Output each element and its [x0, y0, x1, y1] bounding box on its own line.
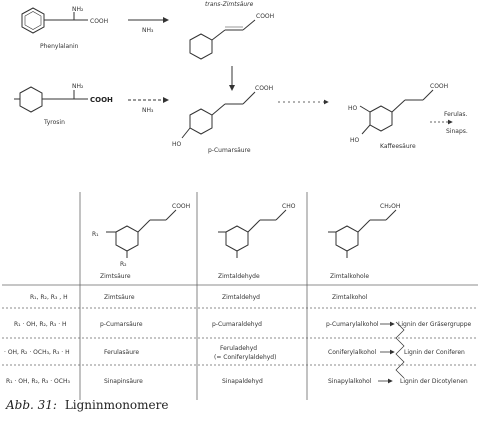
row2-alc: p-Cumarylalkohol	[326, 321, 379, 328]
row3-acid: Ferulasäure	[104, 349, 139, 356]
sinaps-text: Sinaps.	[446, 128, 468, 135]
caption-label: Abb. 31:	[6, 398, 57, 412]
table-grid	[2, 192, 478, 400]
cumarsaeure-label: p-Cumarsäure	[208, 147, 251, 154]
tyrosin-structure	[14, 86, 88, 113]
tyrosin-nh2: NH₂	[72, 83, 84, 90]
header-structure-acid	[106, 209, 177, 258]
header-alc-label: Zimtalkohole	[330, 273, 369, 280]
cumarsaeure-structure	[181, 91, 256, 139]
row1-alc: Zimtalkohol	[332, 294, 368, 301]
header-alc-ch2oh: CH₂OH	[380, 203, 400, 210]
header-acid-label: Zimtsäure	[100, 273, 131, 280]
tyrosin-label: Tyrosin	[43, 119, 65, 126]
row4-lignin: Lignin der Dicotylenen	[400, 378, 468, 385]
row2-ald: p-Cumaraldehyd	[212, 321, 262, 328]
row1-ald: Zimtaldehyd	[222, 294, 260, 301]
header-structure-aldehyde	[218, 209, 287, 258]
kaffeesaeure-cooh: COOH	[430, 83, 448, 90]
row1-cond: R₁, R₂, R₃ , H	[30, 294, 68, 301]
header-ald-cho: CHO	[282, 203, 296, 210]
header-acid-cooh: COOH	[172, 203, 190, 210]
phenylalanin-structure	[21, 7, 88, 34]
header-ald-label: Zimtaldehyde	[218, 273, 260, 280]
row4-ald: Sinapaldehyd	[222, 378, 263, 385]
kaffeesaeure-ho1: HO	[348, 105, 358, 112]
zimtsaeure-label: trans-Zimtsäure	[205, 1, 254, 8]
row3-alc: Coniferylalkohol	[328, 349, 377, 356]
row4-cond: R₁ · OH, R₂, R₃ · OCH₃	[6, 378, 70, 385]
row2-acid: p-Cumarsäure	[100, 321, 143, 328]
phenylalanin-cooh: COOH	[90, 18, 108, 25]
phenylalanin-nh2: NH₂	[72, 6, 84, 13]
row1-acid: Zimtsäure	[104, 294, 135, 301]
zimtsaeure-structure	[189, 19, 256, 60]
row4-alc: Sinapylalkohol	[328, 378, 372, 385]
row3-lignin: Lignin der Coniferen	[404, 349, 465, 356]
row3-ald2: (= Coniferylaldehyd)	[214, 354, 276, 361]
kaffeesaeure-label: Kaffeesäure	[380, 143, 416, 150]
header-acid-r2: R₂	[120, 261, 127, 268]
cumarsaeure-cooh: COOH	[255, 85, 273, 92]
header-structure-alcohol	[328, 209, 397, 258]
kaffeesaeure-structure	[359, 89, 434, 135]
tyrosin-cooh: COOH	[90, 96, 113, 104]
arrow-pal-label: NH₃	[142, 27, 154, 34]
arrow-tal-label: NH₃	[142, 107, 154, 114]
row4-acid: Sinapinsäure	[104, 378, 143, 385]
row3-cond: · OH, R₂ · OCH₃, R₃ · H	[4, 349, 70, 356]
row3-ald: Feruladehyd	[220, 345, 257, 352]
caption-text: Ligninmonomere	[64, 398, 169, 412]
row2-lignin: Lignin der Gräsergruppe	[398, 321, 472, 328]
header-acid-r1: R₁	[92, 231, 99, 238]
zigzag-connector	[395, 321, 405, 379]
kaffeesaeure-ho2: HO	[350, 137, 360, 144]
figure-caption: Abb. 31: Ligninmonomere	[6, 398, 168, 412]
zimtsaeure-cooh: COOH	[256, 13, 274, 20]
cumarsaeure-ho: HO	[172, 141, 182, 148]
row2-cond: R₁ · OH, R₂, R₃ · H	[14, 321, 67, 328]
ferulas-text: Ferulas.	[444, 111, 468, 118]
phenylalanin-label: Phenylalanin	[40, 43, 79, 50]
